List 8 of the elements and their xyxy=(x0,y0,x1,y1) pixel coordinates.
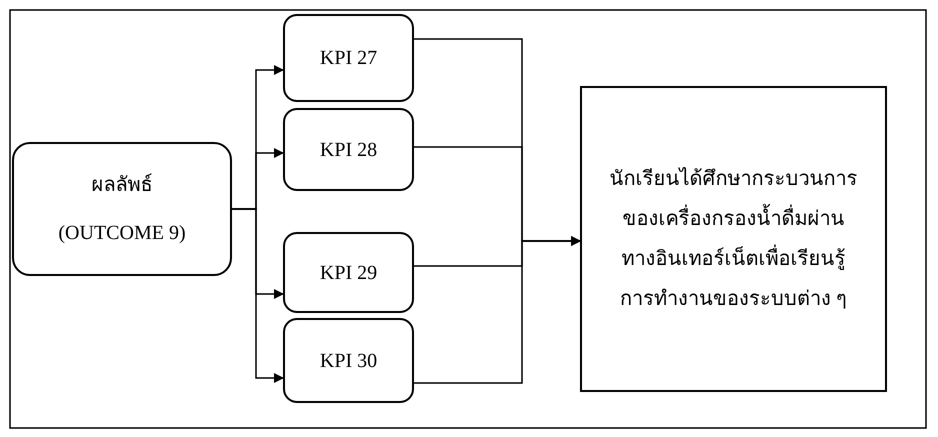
process-box: ผลลัพธ์ (OUTCOME 9) xyxy=(12,142,232,276)
process-box: KPI 30 xyxy=(283,318,414,403)
process-box: KPI 29 xyxy=(283,232,414,313)
process-box: KPI 28 xyxy=(283,108,414,191)
arrow xyxy=(232,208,284,383)
arrow xyxy=(414,236,581,384)
result-box: นักเรียนได้ศึกษากระบวนการของเครื่องกรองน้ำดื่มผ่านทางอินเทอร์เน็ตเพื่อเรียนรู้การทำงานของระบบต่าง ๆ xyxy=(580,86,887,392)
process-box: KPI 27 xyxy=(283,14,414,102)
